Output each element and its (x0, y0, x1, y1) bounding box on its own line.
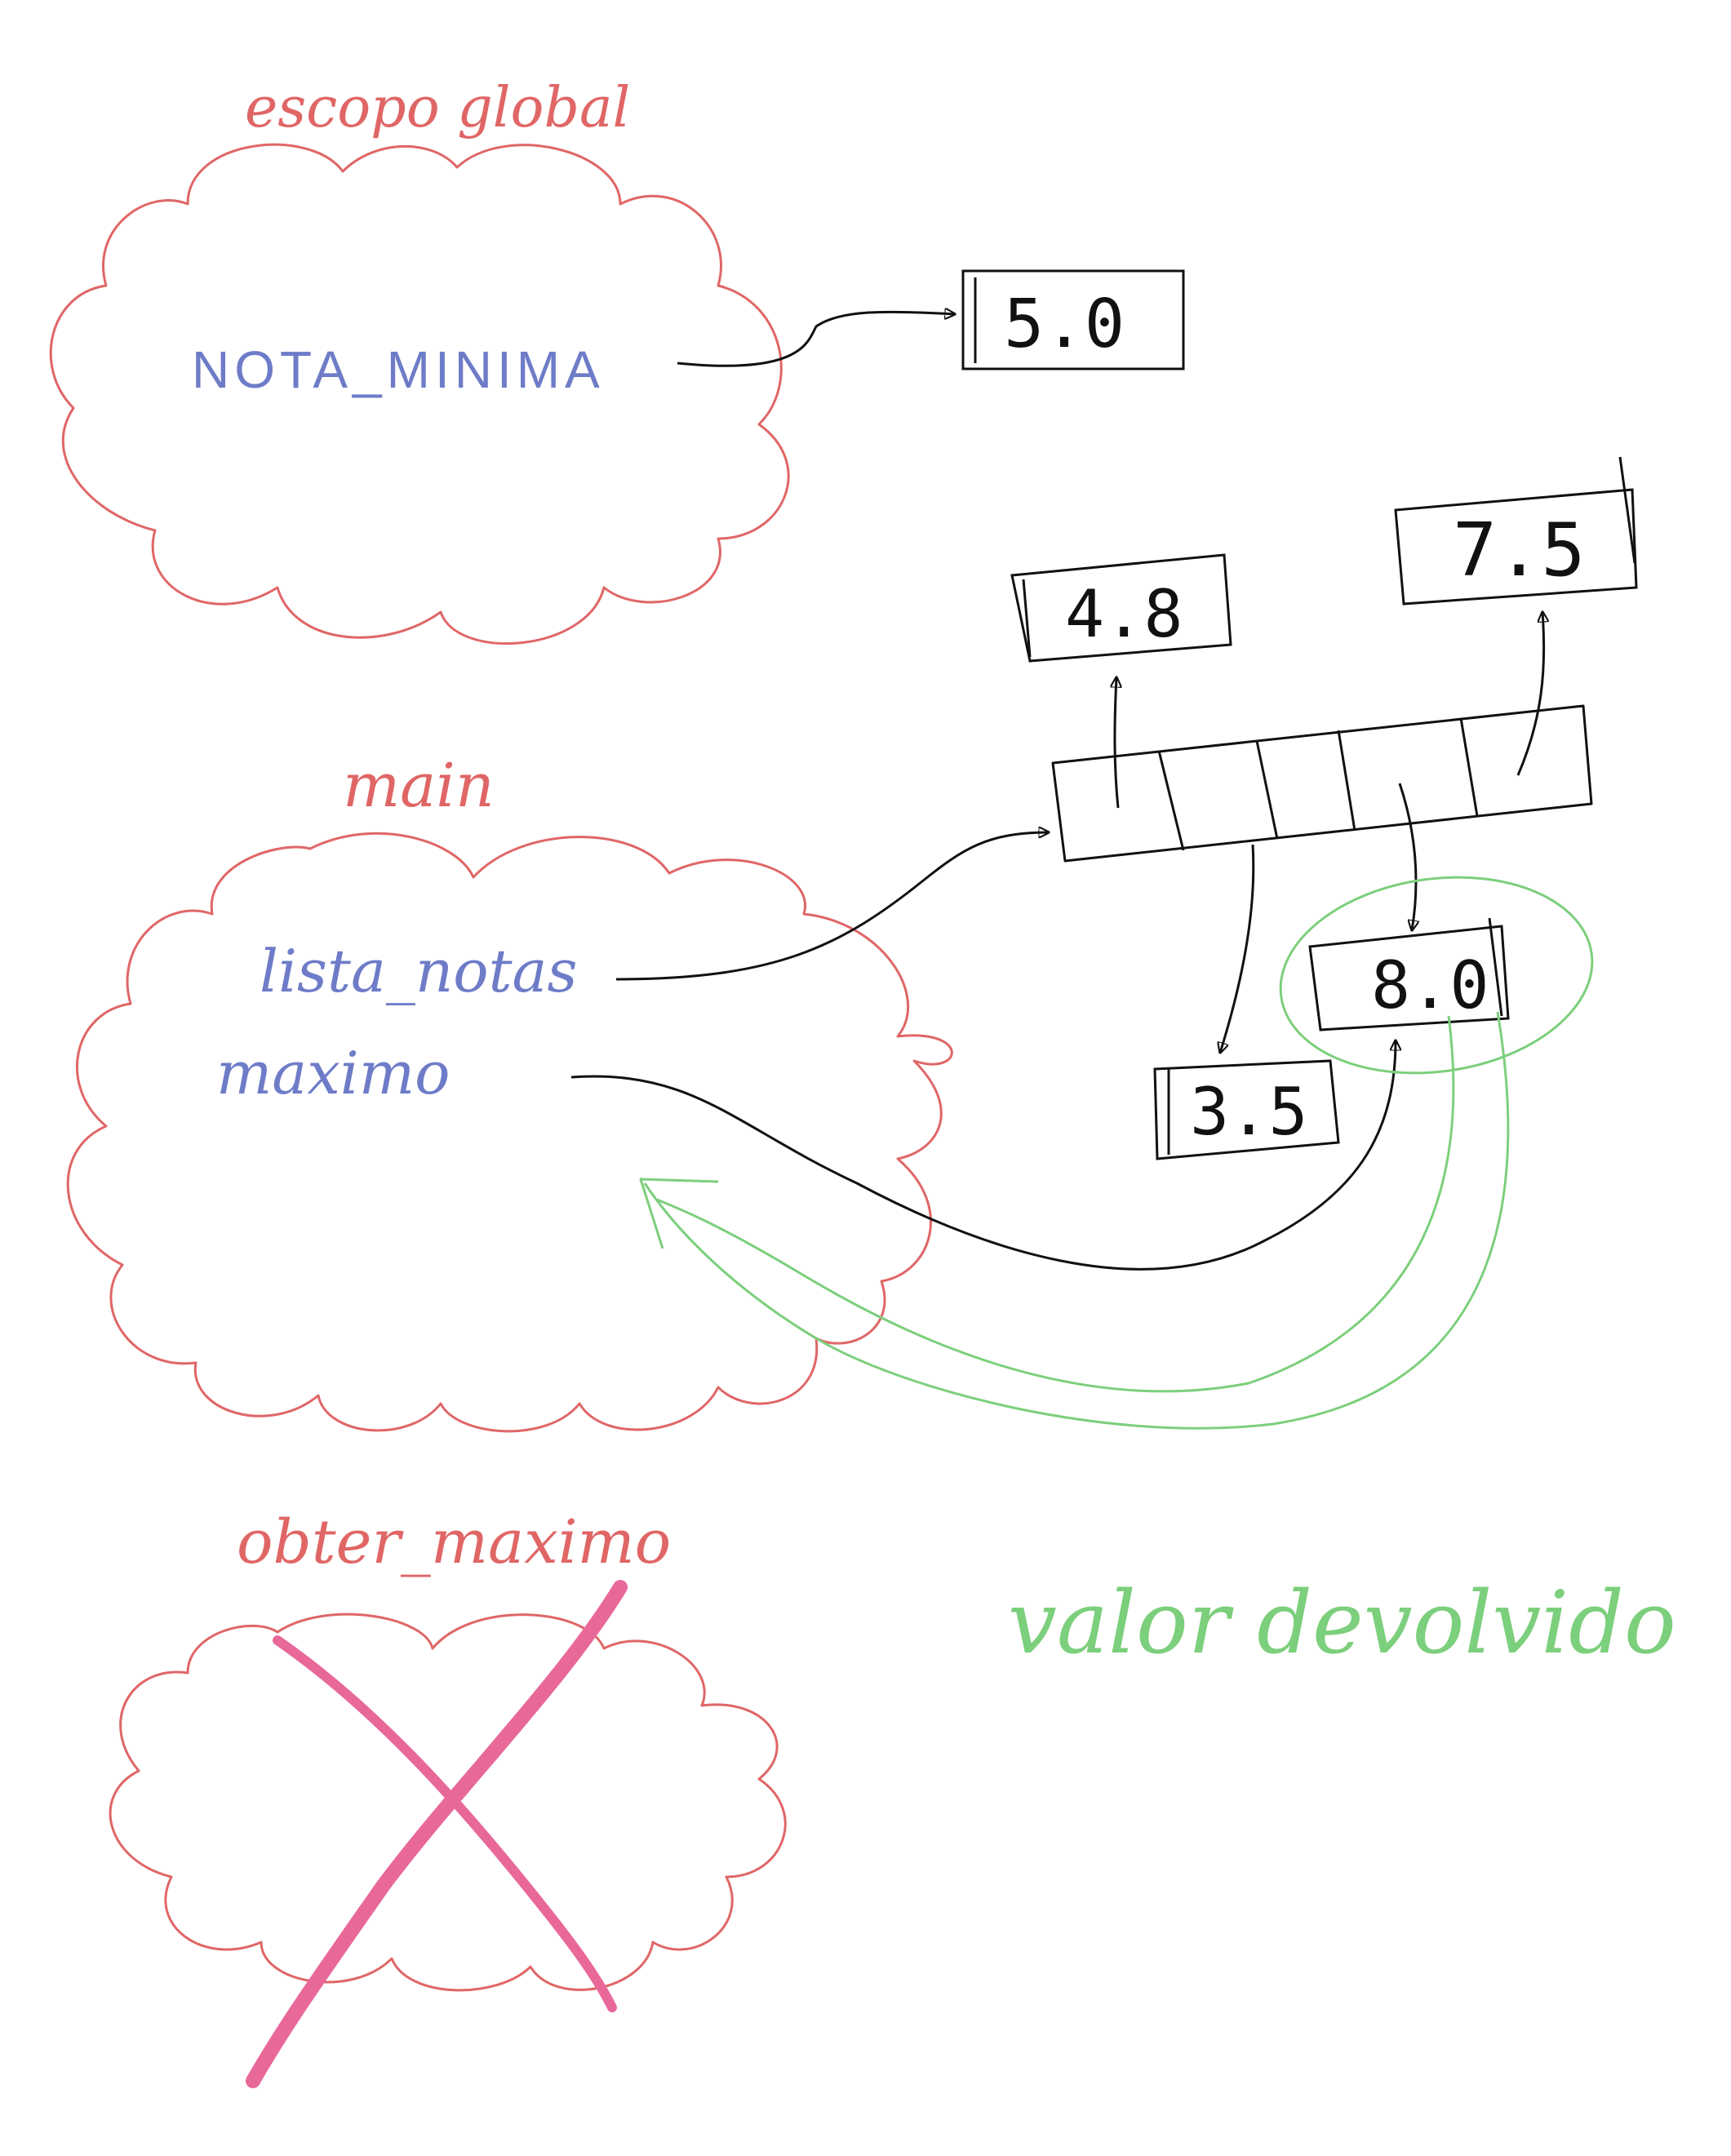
returned-value-arrowhead (639, 1178, 719, 1249)
value-4-8: 4.8 (1065, 576, 1183, 652)
arrow-list-cell-1-to-4-8 (1115, 677, 1118, 809)
obter-maximo-scope-cloud (109, 1613, 787, 1992)
arrow-list-cell-2-to-3-5 (1220, 844, 1255, 1053)
returned-value-arrow-outer (643, 1011, 1510, 1430)
main-scope: main lista_notas maximo (66, 751, 953, 1433)
obter-maximo-scope: obter_maximo (109, 1507, 787, 2088)
variable-maximo: maximo (216, 1039, 450, 1107)
value-box-nota-minima: 5.0 (961, 269, 1185, 370)
arrow-list-cell-5-to-7-5 (1516, 612, 1544, 776)
list-object (1051, 704, 1593, 863)
arrow-list-cell-4-to-8-0 (1398, 783, 1416, 930)
value-3-5: 3.5 (1190, 1074, 1308, 1150)
returned-value-highlight (1279, 876, 1594, 1075)
destroyed-cross-stroke-2 (246, 1580, 628, 2088)
value-box-8-0: 8.0 (1308, 917, 1510, 1031)
value-box-7-5: 7.5 (1394, 456, 1638, 606)
global-scope-title: escopo global (245, 76, 630, 140)
value-nota-minima: 5.0 (1004, 286, 1125, 363)
destroyed-cross-stroke-1 (273, 1635, 617, 2012)
variable-nota-minima: NOTA_MINIMA (192, 340, 605, 399)
list-outline (1051, 704, 1593, 863)
global-scope: escopo global NOTA_MINIMA (49, 76, 790, 645)
returned-value-annotation: valor devolvido (639, 876, 1676, 1673)
arrow-lista-notas-to-list (615, 832, 1049, 981)
obter-maximo-scope-title: obter_maximo (237, 1507, 671, 1577)
variable-lista-notas: lista_notas (260, 937, 577, 1005)
value-box-3-5: 3.5 (1153, 1059, 1340, 1160)
arrow-nota-minima-to-value (677, 312, 955, 367)
returned-value-label: valor devolvido (1008, 1573, 1676, 1673)
value-8-0: 8.0 (1371, 947, 1489, 1023)
main-scope-cloud (66, 832, 953, 1433)
arrow-maximo-to-8-0 (570, 1040, 1396, 1271)
returned-value-arrow-inner (656, 1015, 1455, 1393)
value-box-4-8: 4.8 (1010, 553, 1232, 663)
value-7-5: 7.5 (1453, 508, 1586, 593)
global-scope-cloud (49, 143, 790, 645)
main-scope-title: main (343, 751, 495, 821)
